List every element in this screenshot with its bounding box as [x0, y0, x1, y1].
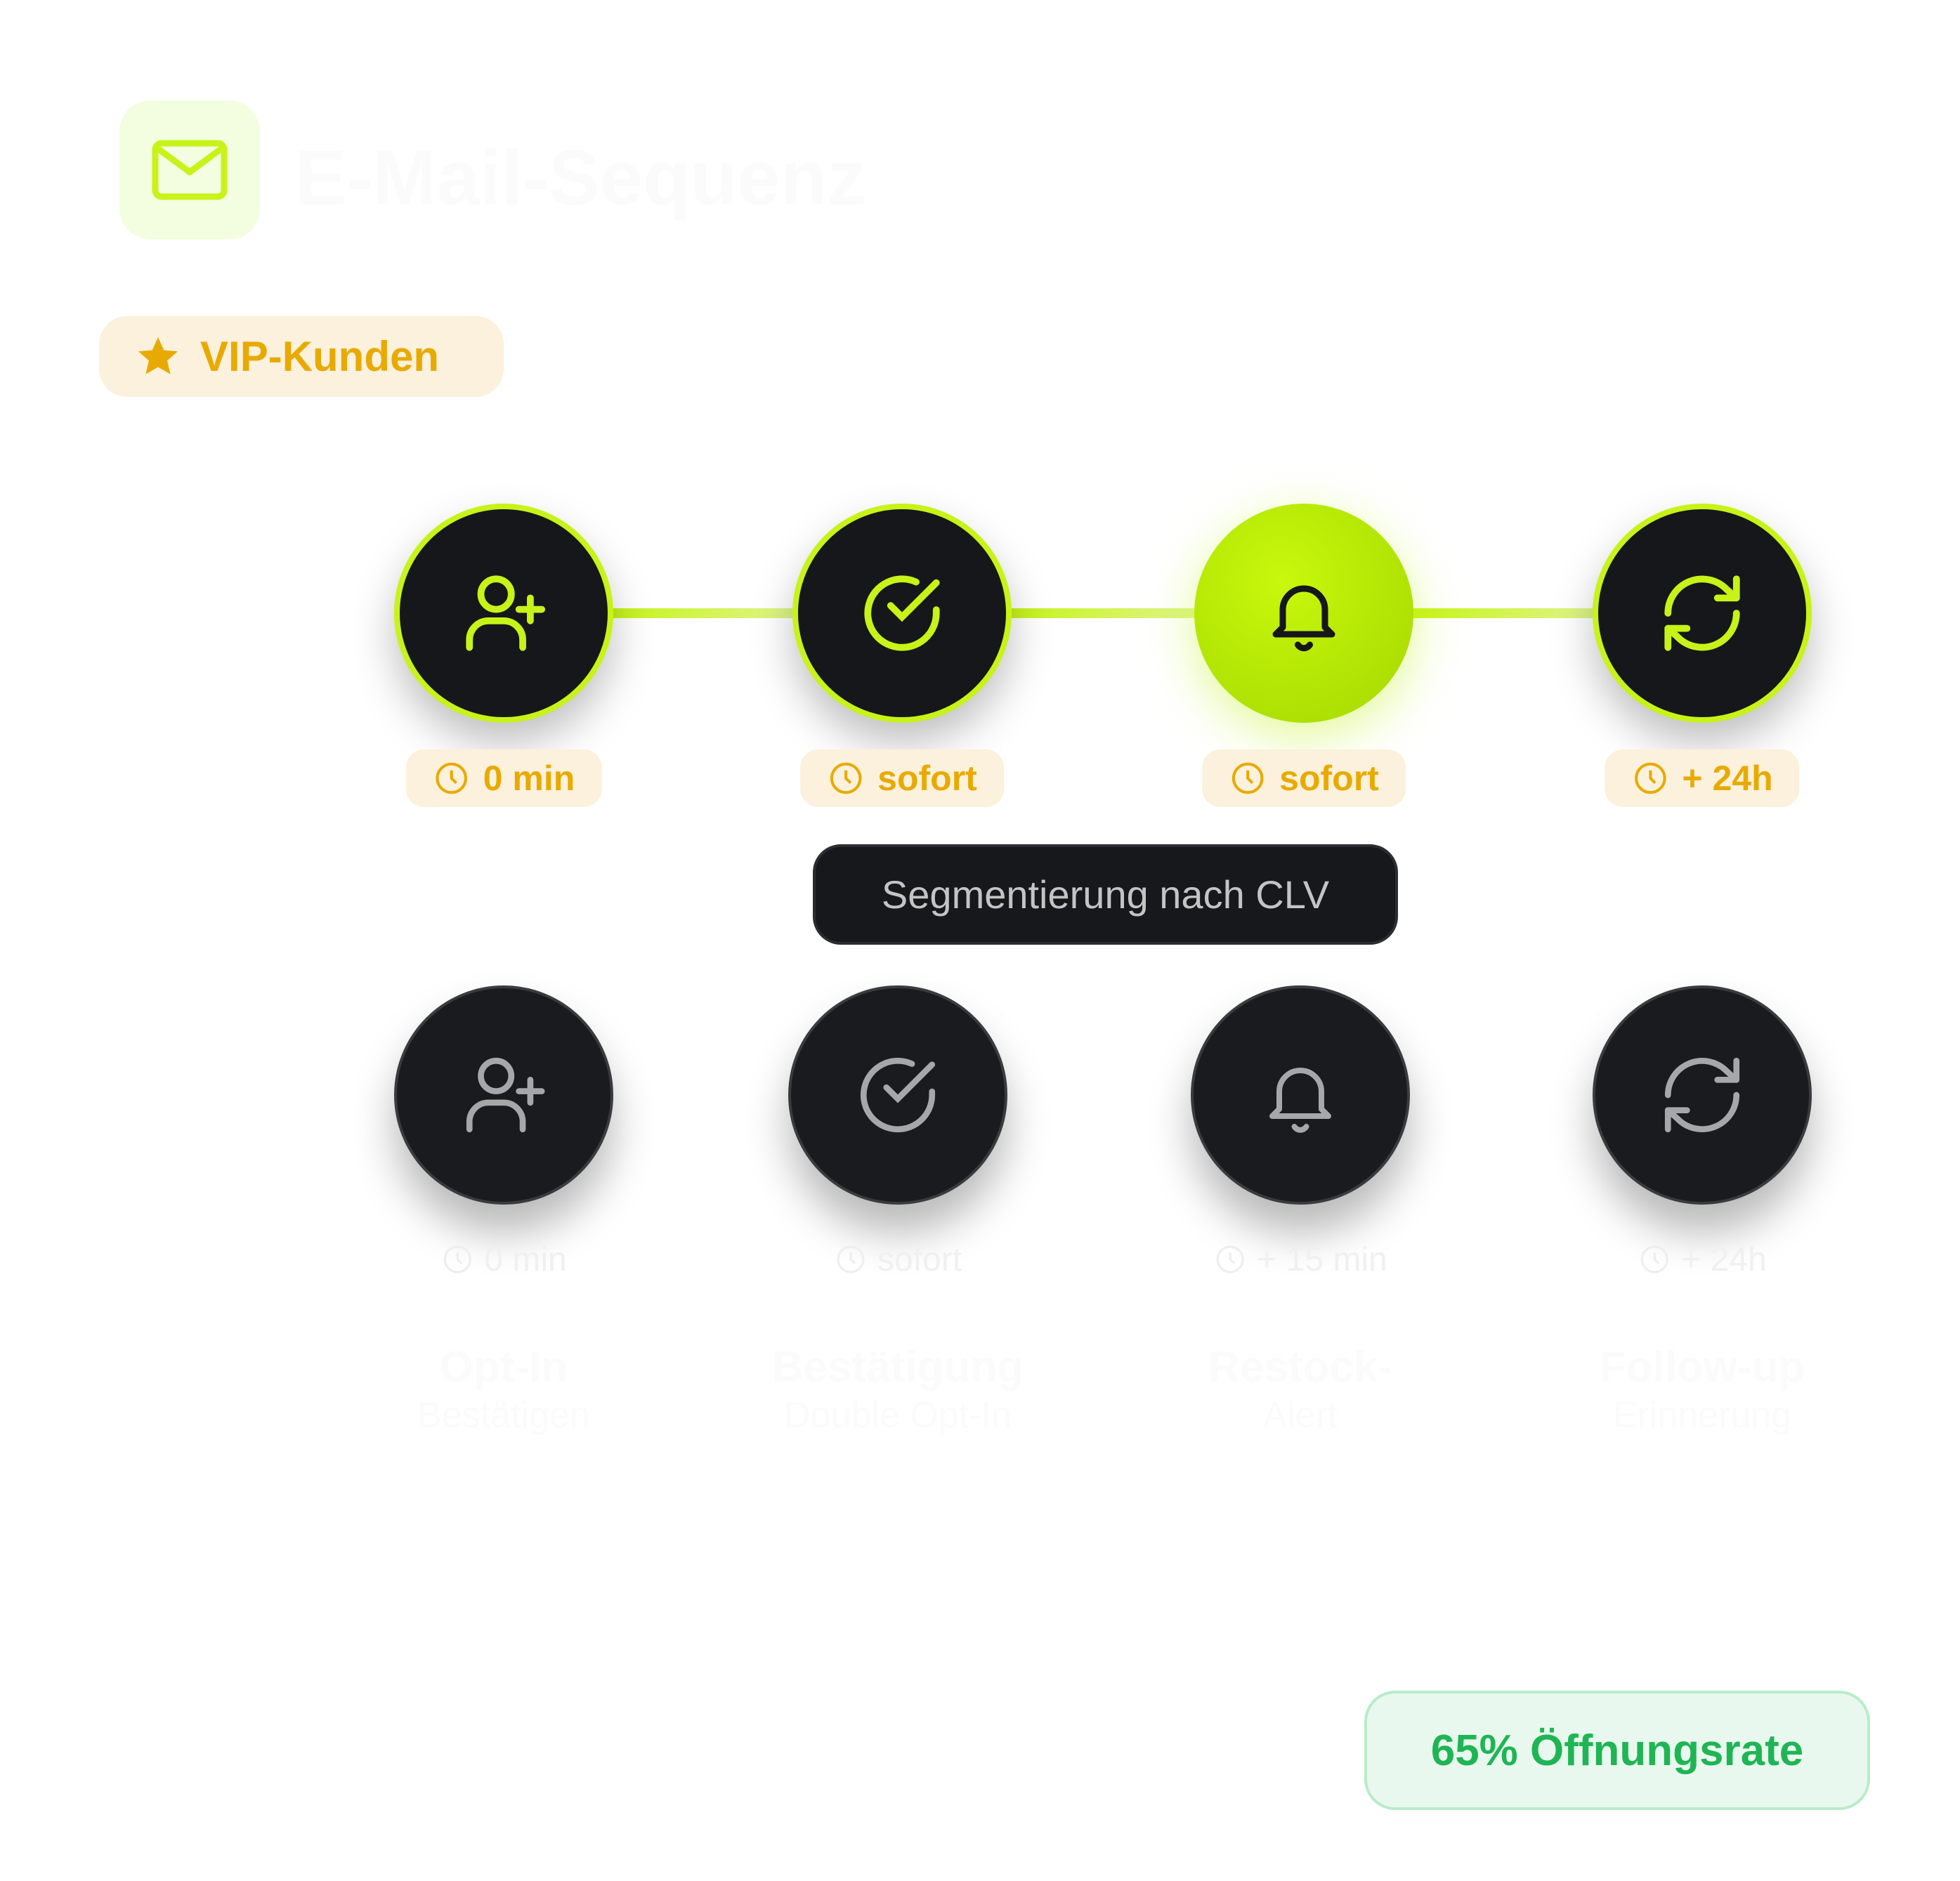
step-confirm[interactable]: [788, 985, 1007, 1205]
connector-line: [611, 608, 794, 618]
check-circle-icon: [852, 1049, 943, 1141]
tooltip: Segmentierung nach CLV: [813, 844, 1398, 945]
clock-icon: [1216, 1245, 1244, 1273]
connector-line: [1412, 608, 1595, 618]
time-badge: + 24h: [1605, 749, 1800, 807]
refresh-icon: [1657, 1049, 1748, 1141]
time-badge: sofort: [1202, 749, 1406, 807]
check-circle-icon: [856, 568, 948, 659]
step-alert-current[interactable]: [1194, 504, 1413, 723]
time-label: 0 min: [440, 1231, 567, 1288]
clock-icon: [827, 759, 865, 797]
user-plus-icon: [458, 1049, 549, 1141]
open-rate-badge: 65% Öffnungsrate: [1364, 1691, 1870, 1810]
clock-icon: [433, 759, 471, 797]
clock-icon: [1229, 759, 1267, 797]
step-confirm-active[interactable]: [792, 504, 1012, 723]
clock-icon: [837, 1245, 865, 1273]
step-opt-in-active[interactable]: [394, 504, 613, 723]
step-followup-active[interactable]: [1593, 504, 1812, 723]
time-label: + 15 min: [1213, 1231, 1387, 1288]
mail-icon: [152, 140, 228, 200]
mail-icon-box: [119, 100, 260, 240]
time-label: + 24h: [1638, 1231, 1767, 1288]
bell-icon: [1258, 1053, 1342, 1137]
clock-icon: [1640, 1245, 1668, 1273]
time-badge: sofort: [800, 749, 1004, 807]
bell-icon: [1262, 571, 1346, 655]
step-opt-in[interactable]: [394, 985, 613, 1205]
time-badge: 0 min: [405, 749, 602, 807]
refresh-icon: [1657, 568, 1748, 659]
step-label: Restock-Alert: [1208, 1343, 1392, 1436]
user-plus-icon: [458, 568, 549, 659]
clock-icon: [443, 1245, 471, 1273]
clock-icon: [1631, 759, 1669, 797]
time-label: sofort: [834, 1231, 962, 1288]
segment-label: VIP-Kunden: [200, 333, 439, 380]
segment-badge[interactable]: VIP-Kunden: [99, 316, 504, 397]
connector-line: [1012, 608, 1194, 618]
step-followup[interactable]: [1593, 985, 1812, 1205]
page-title: E-Mail-Sequenz: [295, 135, 866, 221]
step-alert[interactable]: [1191, 985, 1410, 1205]
star-icon: [138, 336, 178, 374]
